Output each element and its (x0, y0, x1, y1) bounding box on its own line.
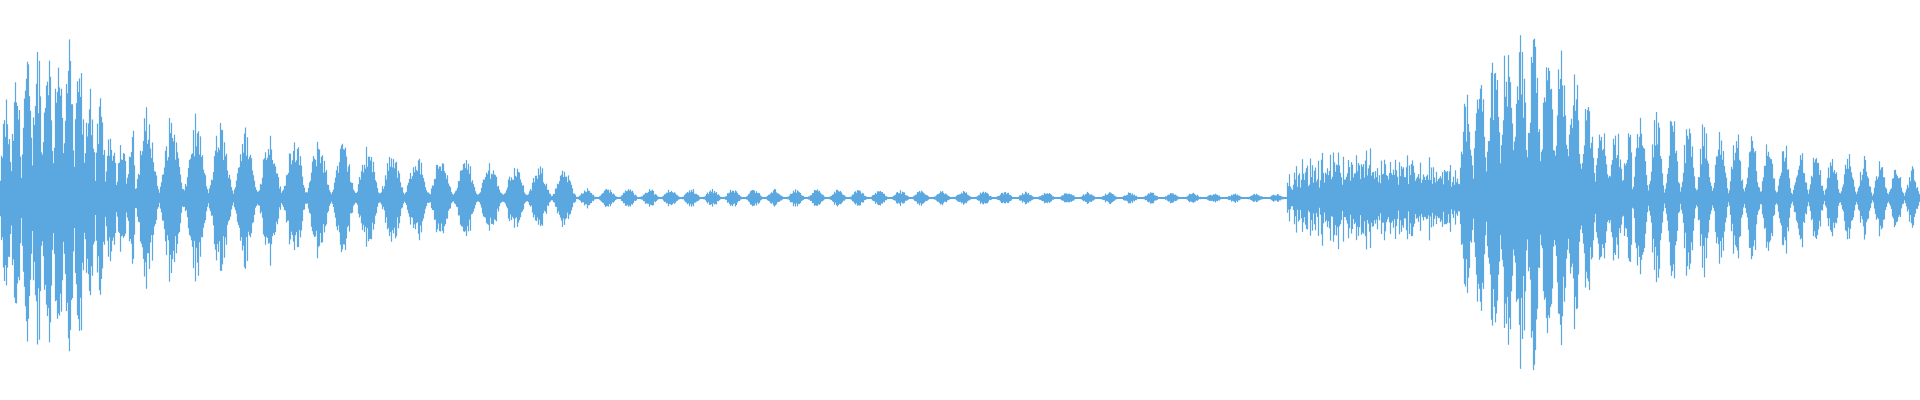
waveform-trace (0, 35, 1920, 371)
waveform-samples (0, 35, 1920, 371)
